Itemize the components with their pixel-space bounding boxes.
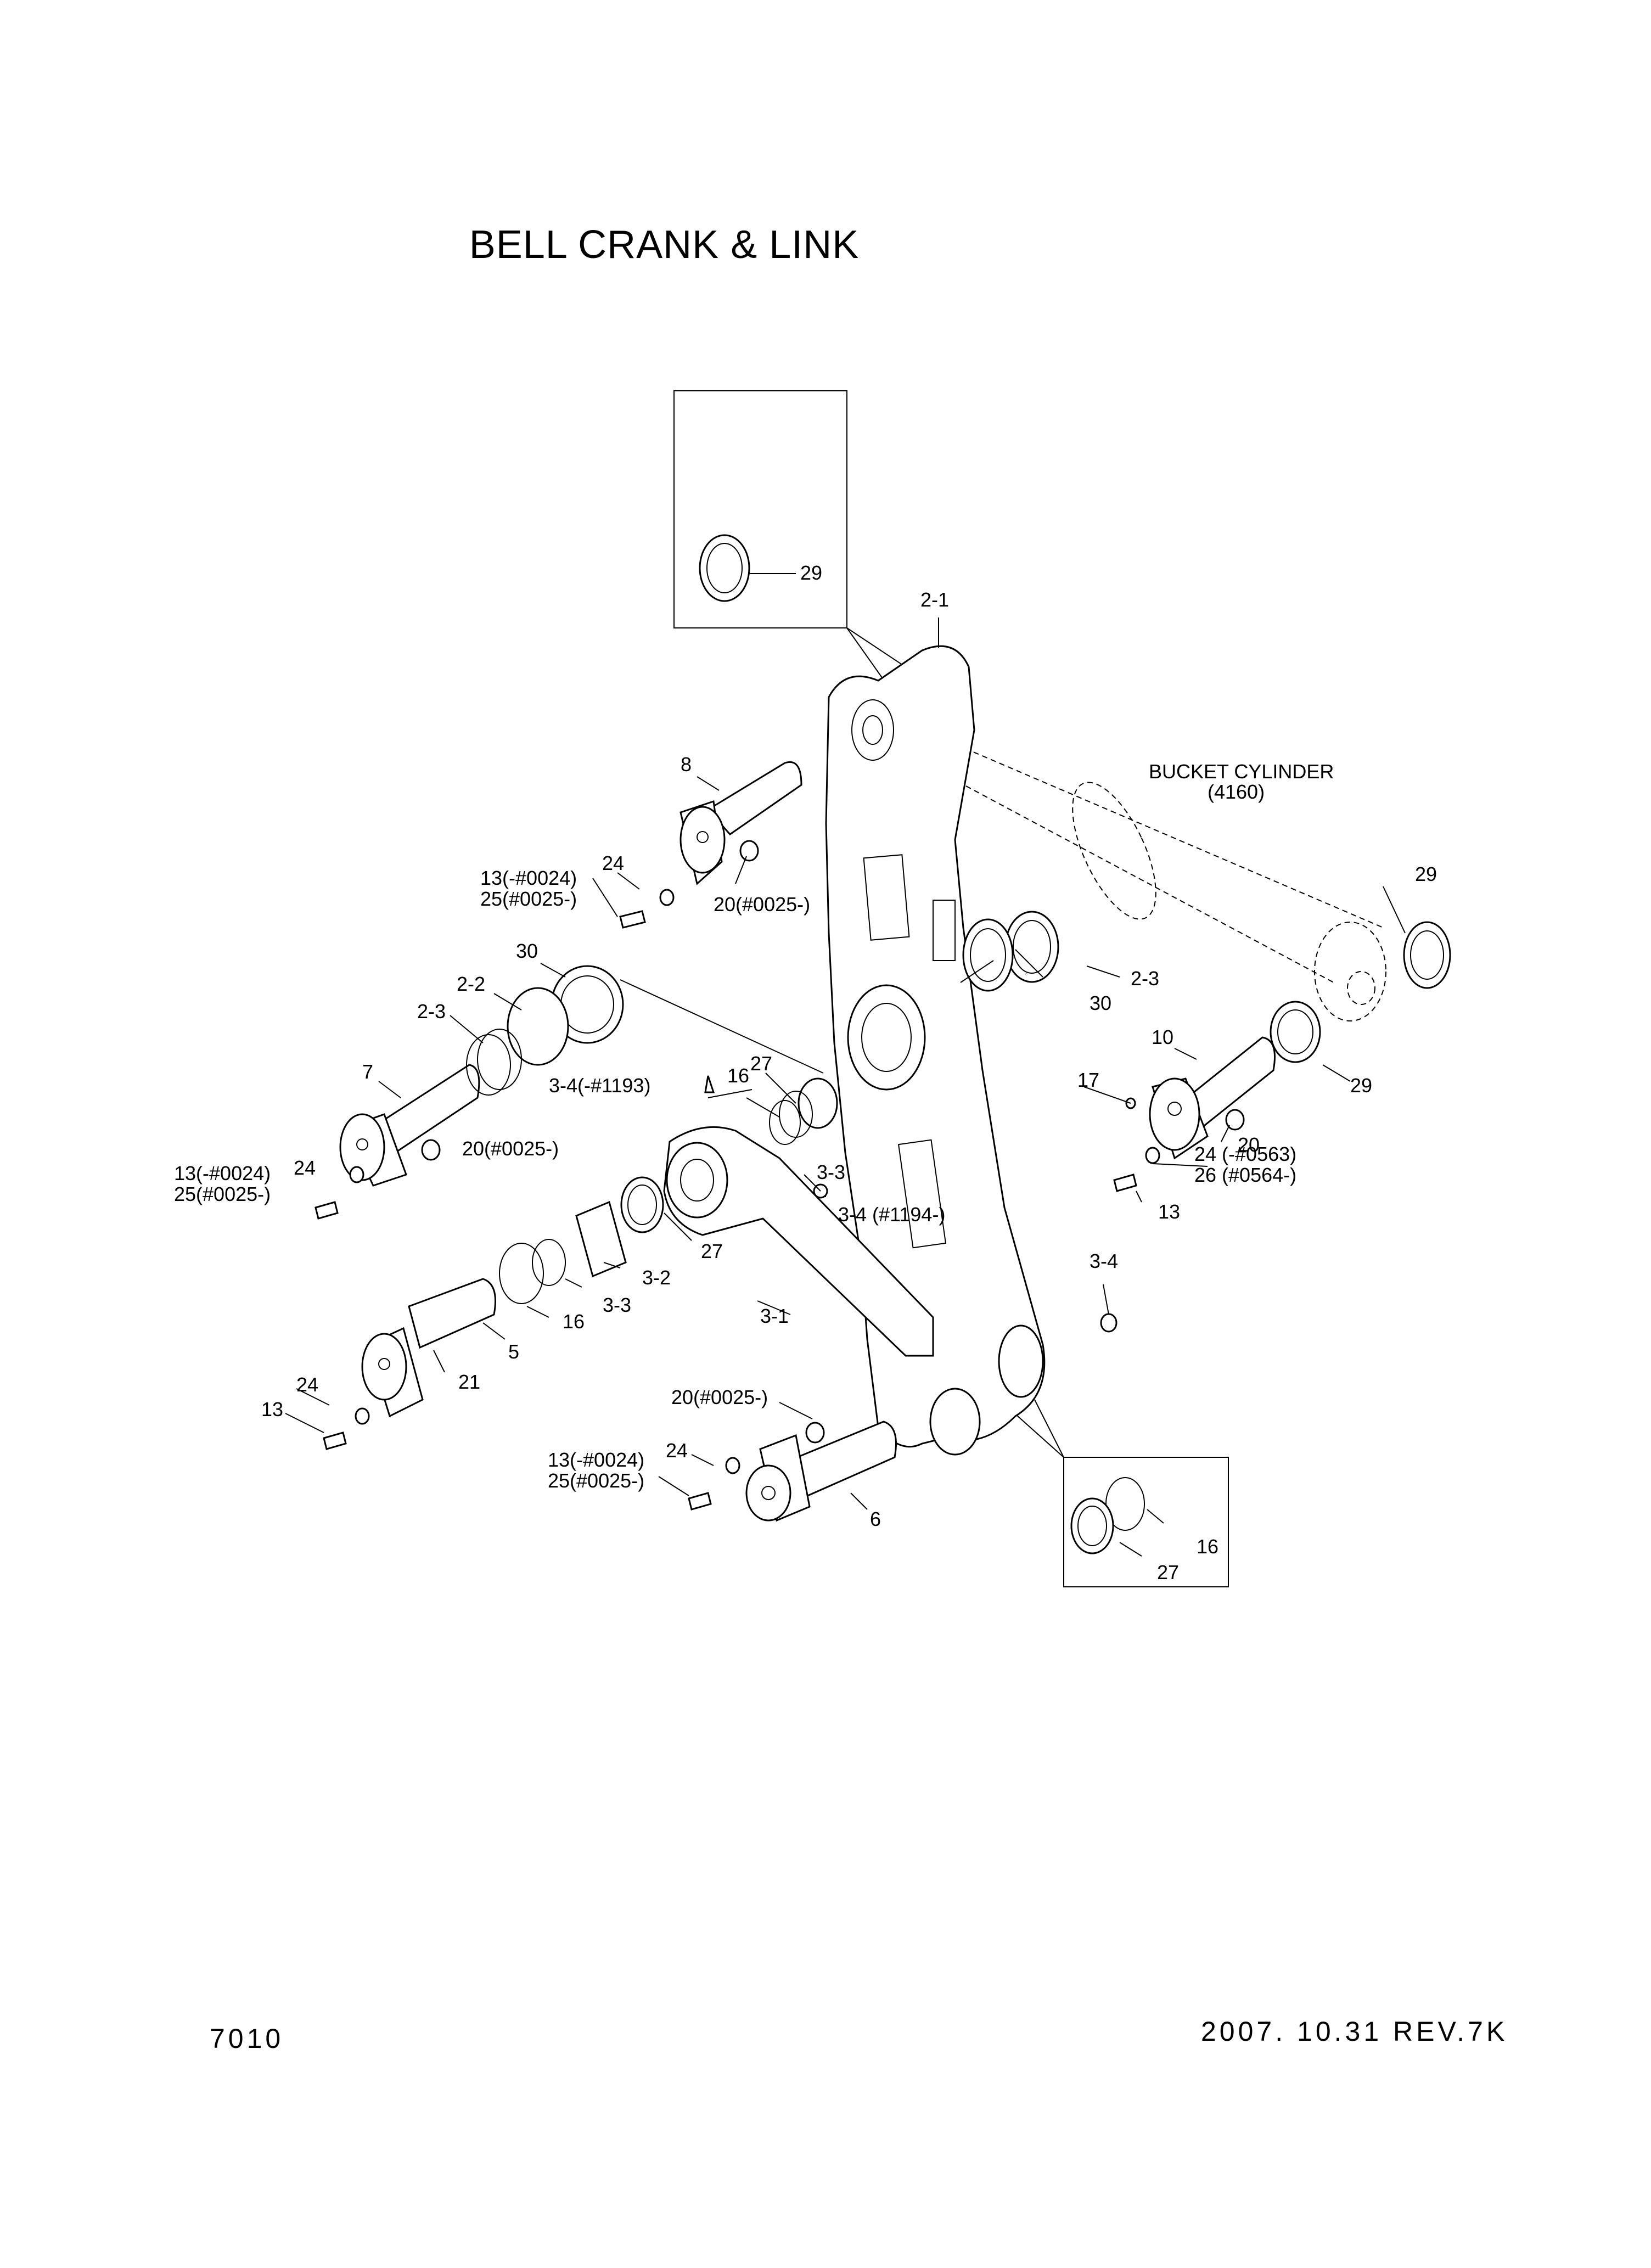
callout: 24: [294, 1157, 316, 1179]
callout: 20: [1238, 1133, 1260, 1156]
link-3-1: [663, 1126, 934, 1357]
callout: 2-2: [457, 973, 485, 995]
callout: 20(#0025-): [671, 1386, 768, 1408]
pin-7: [339, 1064, 480, 1187]
pin-8: [680, 761, 802, 885]
revision-date: 2007. 10.31 REV.7K: [1201, 2016, 1508, 2047]
callout: 8: [681, 753, 692, 776]
callout: 3-3: [603, 1294, 631, 1316]
bucket-cylinder-outline: [922, 729, 1386, 1021]
callout: 20(#0025-): [462, 1137, 559, 1160]
bell-crank: [825, 645, 1046, 1456]
callout: 13: [261, 1398, 283, 1421]
callout: 25(#0025-): [480, 888, 577, 910]
page-number: 7010: [210, 2023, 284, 2054]
callout: 6: [870, 1508, 881, 1530]
pin-6: [745, 1421, 897, 1522]
callout: 17: [1077, 1069, 1099, 1091]
callout: 10: [1152, 1026, 1173, 1048]
callout: 2-3: [417, 1000, 446, 1023]
callout: 29: [800, 562, 822, 584]
callout: 20(#0025-): [714, 893, 810, 916]
bucket-cylinder-ref: (4160): [1208, 781, 1265, 803]
callout: 24: [296, 1373, 318, 1396]
callout: 29: [1350, 1074, 1372, 1097]
pin-5: [361, 1278, 496, 1418]
callout: 21: [458, 1371, 480, 1393]
callout: 2-1: [920, 588, 949, 611]
callout: 16: [1197, 1535, 1218, 1558]
callout: 30: [516, 940, 538, 962]
callout-labels: 29 2-1 8 24 13(-#0024) 25(#0025-) 20(#00…: [174, 562, 1437, 1584]
callout: 3-3: [817, 1161, 845, 1183]
callout: 26 (#0564-): [1194, 1164, 1296, 1186]
rings-and-washers: [466, 534, 1451, 1554]
callout: 13(-#0024): [548, 1449, 644, 1471]
callout: 7: [362, 1060, 373, 1083]
callout: 3-1: [760, 1305, 789, 1327]
callout: 30: [1090, 992, 1111, 1014]
callout: 24: [602, 852, 624, 874]
callout: 13(-#0024): [480, 867, 577, 889]
callout: 25(#0025-): [174, 1183, 271, 1205]
callout: 27: [1157, 1561, 1179, 1584]
callout: 25(#0025-): [548, 1469, 644, 1492]
callout: 16: [727, 1064, 749, 1087]
callout: 24: [666, 1439, 688, 1462]
callout: 29: [1415, 863, 1437, 885]
callout: 27: [701, 1240, 723, 1262]
callout: 3-4(-#1193): [549, 1074, 650, 1097]
callout: 3-4 (#1194-): [838, 1203, 945, 1226]
callout: 13(-#0024): [174, 1162, 271, 1184]
callout: 2-3: [1131, 967, 1159, 990]
callout: 5: [508, 1340, 519, 1363]
bolts-and-fittings: [315, 840, 1245, 1511]
inset-box-top: [673, 390, 847, 628]
bucket-cylinder-label: BUCKET CYLINDER: [1149, 760, 1334, 783]
page-title: BELL CRANK & LINK: [469, 223, 860, 267]
callout: 27: [750, 1052, 772, 1075]
leader-lines: [285, 573, 1406, 1557]
pin-10: [1149, 1036, 1276, 1160]
callout: 16: [563, 1310, 585, 1333]
inset-box-bottom: [1063, 1457, 1229, 1587]
callout: 3-4: [1090, 1250, 1118, 1272]
callout: 24 (-#0563): [1194, 1143, 1296, 1165]
callout: 3-2: [642, 1266, 671, 1289]
callout: 13: [1158, 1200, 1180, 1223]
